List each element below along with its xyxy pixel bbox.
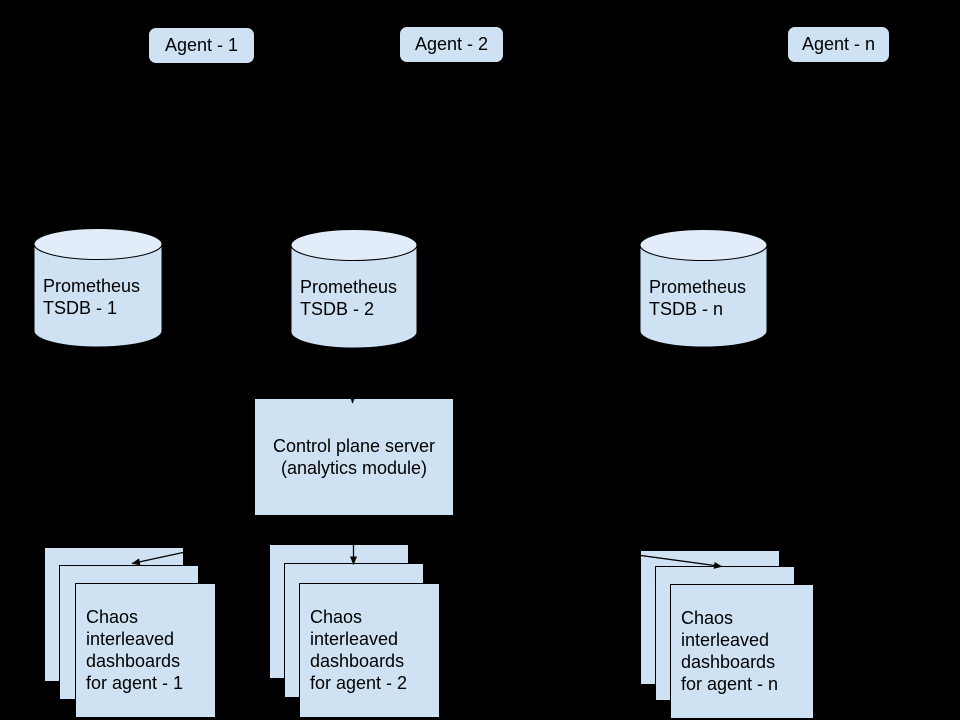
agent-2-label: Agent - 2: [414, 34, 489, 54]
agent-1-box: Agent - 1: [148, 27, 255, 64]
stacked-page-front: Chaos interleaved dashboards for agent -…: [75, 583, 216, 718]
agent-2-box: Agent - 2: [399, 26, 504, 63]
agent-1-label: Agent - 1: [164, 35, 239, 55]
database-cylinder-icon: [639, 229, 768, 348]
dashboard-1-label: Chaos interleaved dashboards for agent -…: [86, 607, 184, 693]
tsdb-2-label: Prometheus TSDB - 2: [300, 277, 398, 319]
tsdb-n-label: Prometheus TSDB - n: [649, 277, 747, 319]
control-plane-label-line1: Control plane server: [272, 436, 436, 456]
control-plane-server-box: Control plane server (analytics module): [254, 398, 454, 516]
database-cylinder-icon: [33, 228, 163, 348]
stacked-page-front: Chaos interleaved dashboards for agent -…: [670, 584, 814, 719]
tsdb-1-label: Prometheus TSDB - 1: [43, 276, 141, 318]
prometheus-tsdb-n-cylinder: Prometheus TSDB - n: [639, 228, 768, 348]
database-cylinder-icon: [290, 229, 418, 349]
prometheus-tsdb-1-cylinder: Prometheus TSDB - 1: [33, 227, 163, 348]
arrow-tsdb-to-control-plane: [349, 349, 357, 404]
dashboard-2-label: Chaos interleaved dashboards for agent -…: [310, 607, 408, 693]
prometheus-tsdb-2-cylinder: Prometheus TSDB - 2: [290, 228, 418, 349]
stacked-page-front: Chaos interleaved dashboards for agent -…: [299, 583, 440, 718]
dashboard-n-label: Chaos interleaved dashboards for agent -…: [681, 608, 779, 694]
agent-n-label: Agent - n: [801, 34, 876, 54]
agent-n-box: Agent - n: [787, 26, 890, 63]
control-plane-label-line2: (analytics module): [280, 458, 428, 478]
